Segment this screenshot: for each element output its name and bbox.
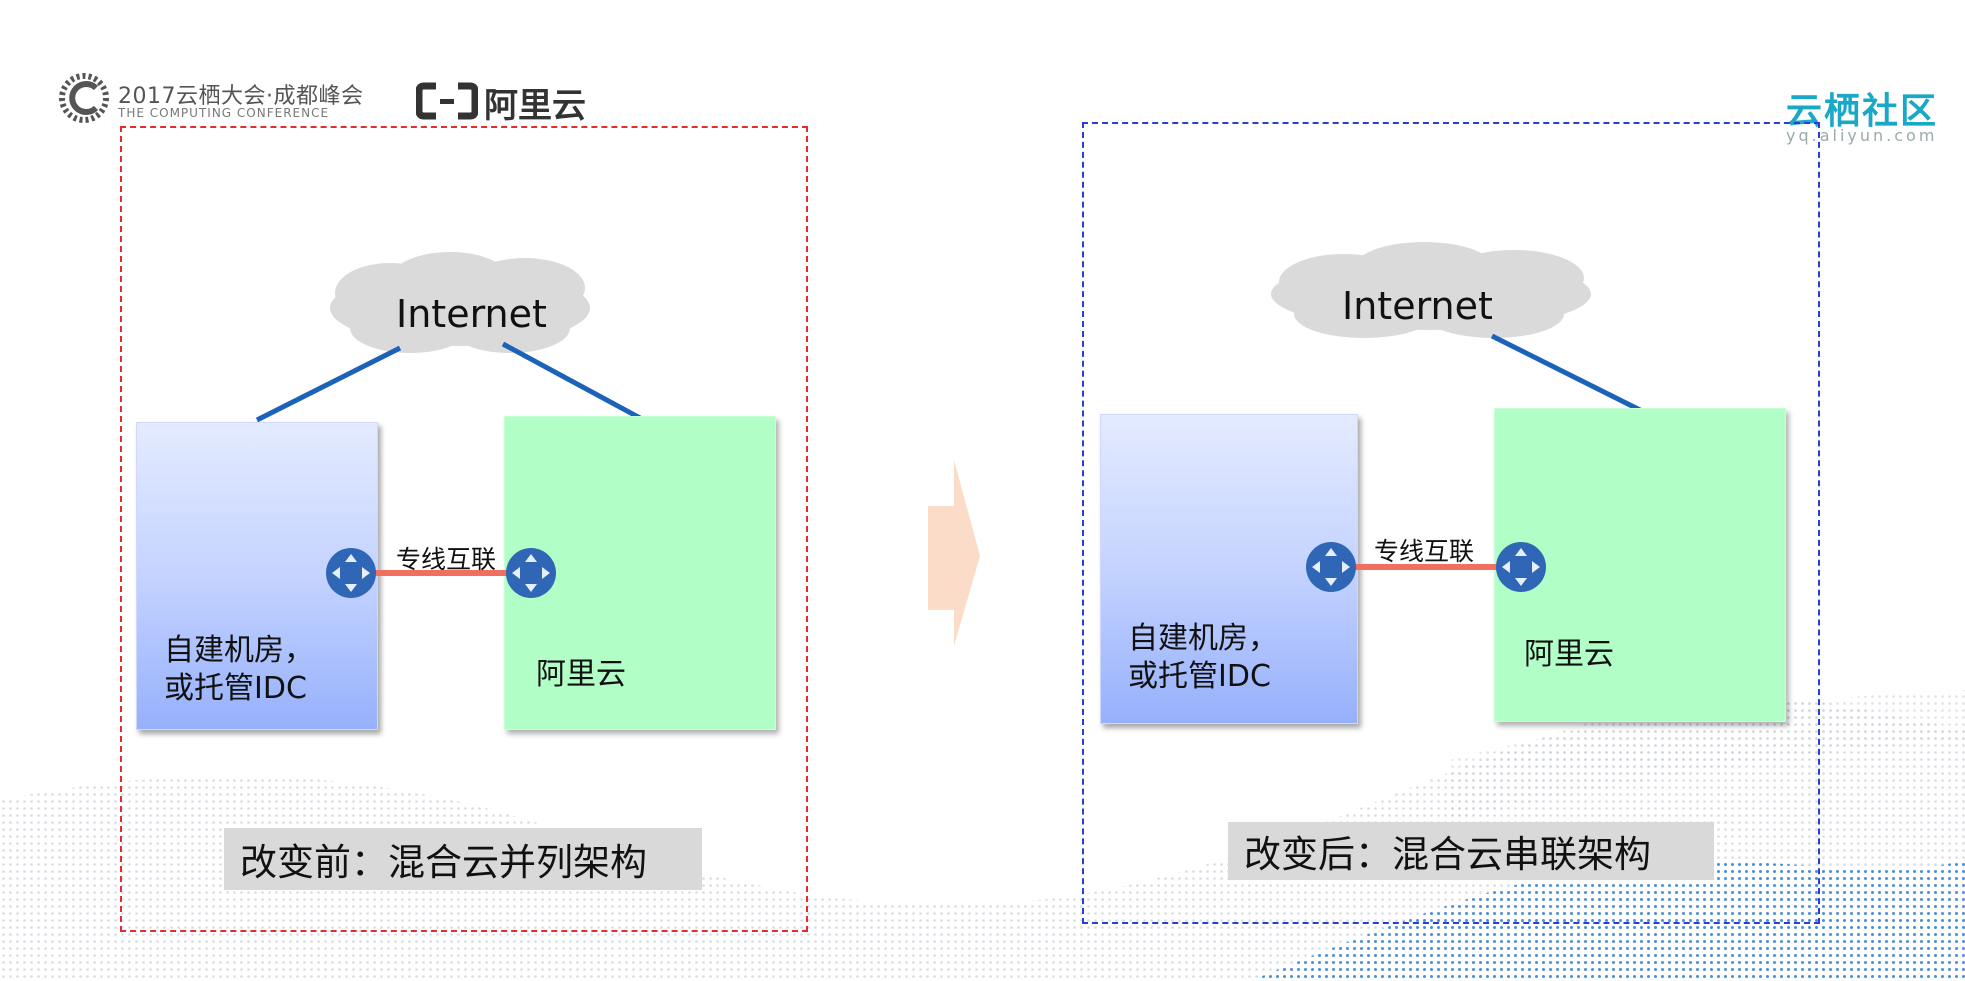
router-icon xyxy=(506,548,556,598)
aliyun-cloud-label: 阿里云 xyxy=(1524,637,1614,672)
idc-label-line1: 自建机房， xyxy=(164,633,314,668)
router-icon xyxy=(1496,542,1546,592)
router-icon xyxy=(326,548,376,598)
conference-logo-icon xyxy=(59,73,109,123)
transition-arrow-icon xyxy=(928,460,980,646)
before-architecture-frame xyxy=(120,126,808,932)
aliyun-cloud-label: 阿里云 xyxy=(536,657,626,692)
dedicated-line-label: 专线互联 xyxy=(396,545,497,574)
router-icon xyxy=(1306,542,1356,592)
yunqi-community-title: 云栖社区 xyxy=(1786,91,1939,132)
idc-label-line2: 或托管IDC xyxy=(164,671,307,706)
conference-subtitle: THE COMPUTING CONFERENCE xyxy=(118,106,330,120)
after-caption: 改变后：混合云串联架构 xyxy=(1228,822,1714,880)
aliyun-brand-text: 阿里云 xyxy=(484,86,586,126)
internet-cloud-icon xyxy=(1271,242,1591,338)
internet-cloud-icon xyxy=(330,252,590,353)
idc-label-line1: 自建机房， xyxy=(1128,621,1278,656)
before-caption: 改变前：混合云并列架构 xyxy=(224,828,702,890)
dedicated-line-label: 专线互联 xyxy=(1374,537,1475,566)
idc-label-line2: 或托管IDC xyxy=(1128,659,1271,694)
yunqi-url: yq.aliyun.com xyxy=(1786,126,1938,145)
after-architecture-frame xyxy=(1082,122,1820,924)
aliyun-logo-icon xyxy=(416,82,478,120)
conference-title: 2017云栖大会·成都峰会 xyxy=(118,84,364,109)
internet-label: Internet xyxy=(1342,284,1493,328)
internet-label: Internet xyxy=(396,292,547,336)
